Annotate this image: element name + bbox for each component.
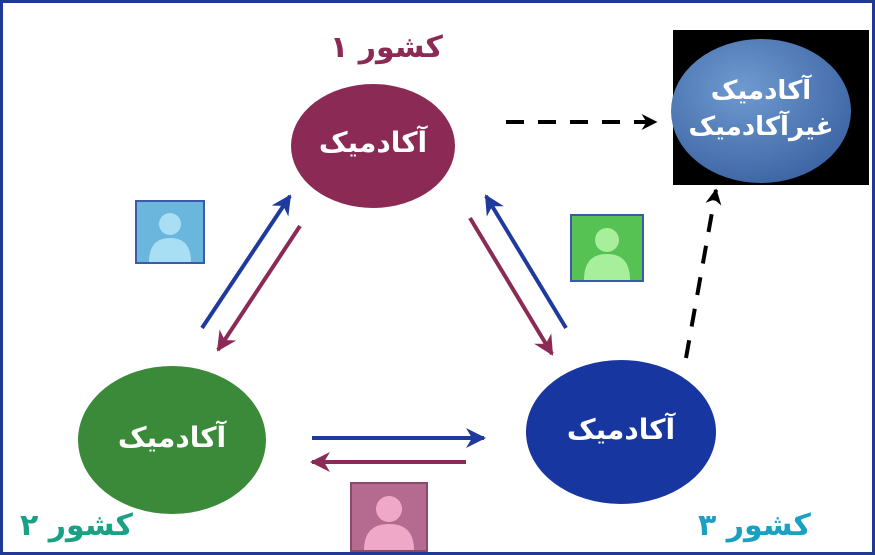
node-right-academic — [526, 360, 716, 504]
node-external-label-line1: آکادمیک — [710, 76, 812, 106]
node-top-label: آکادمیک — [318, 126, 428, 159]
country-3-label: کشور ۳ — [698, 508, 811, 543]
person-icon-green — [570, 214, 644, 282]
country-2-label: کشور ۲ — [20, 508, 133, 543]
person-icon-blue — [135, 200, 205, 264]
node-left-label: آکادمیک — [117, 421, 227, 454]
node-external-academic — [671, 39, 851, 183]
arrow-top-to-left — [216, 224, 302, 352]
country-1-label: کشور ۱ — [330, 30, 443, 65]
person-icon-pink — [350, 482, 428, 552]
node-top-academic — [291, 84, 455, 208]
dashed-arrow-right-to-external — [684, 188, 722, 359]
node-external-label-line2: غیرآکادمیک — [688, 112, 834, 142]
arrow-right-to-top — [484, 194, 568, 330]
node-right-label: آکادمیک — [566, 413, 676, 446]
arrow-top-to-right — [468, 216, 554, 356]
node-left-academic — [78, 366, 266, 514]
arrow-left-to-top — [200, 194, 292, 330]
